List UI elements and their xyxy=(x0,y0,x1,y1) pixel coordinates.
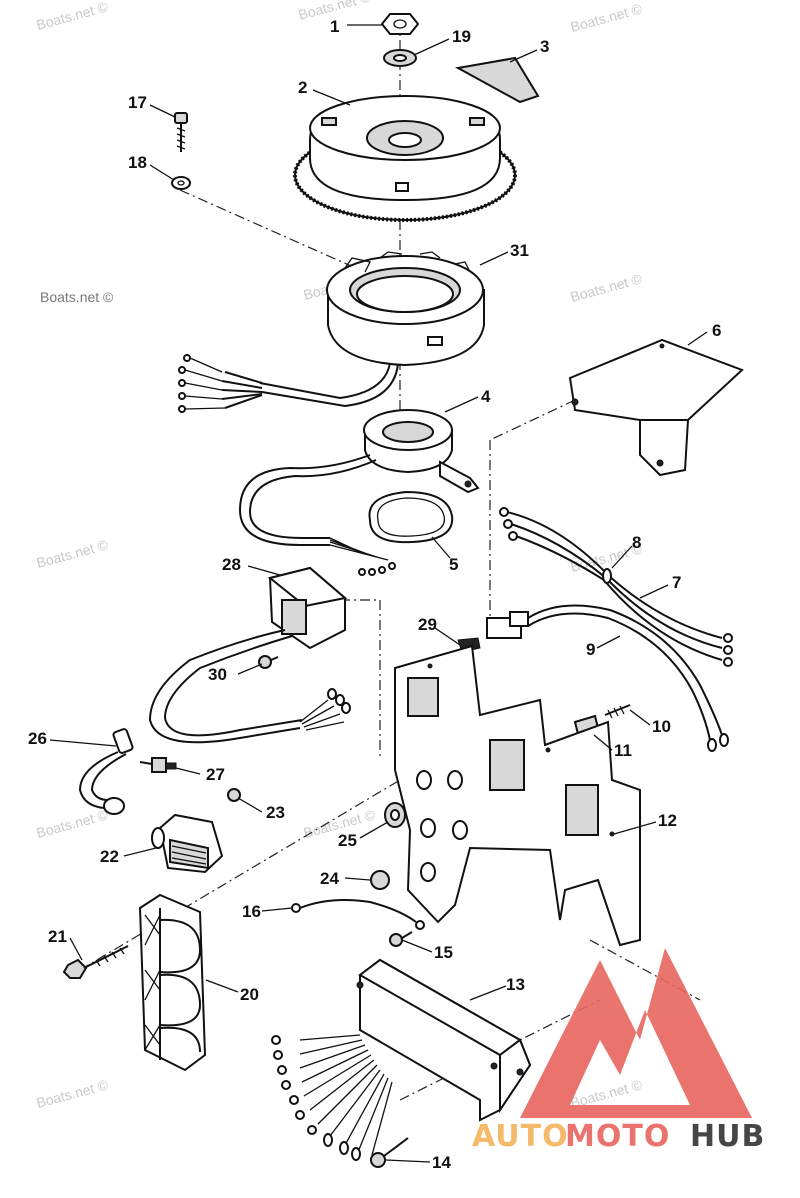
callout-1: 1 xyxy=(330,17,339,36)
callout-24: 24 xyxy=(320,869,339,888)
part-7-8-wires xyxy=(499,507,733,667)
part-23-nut xyxy=(227,788,241,802)
logo-text-hub: HUB xyxy=(690,1119,765,1154)
callout-13: 13 xyxy=(506,975,525,994)
part-25-grommet xyxy=(384,802,406,828)
watermark: Boats.net © xyxy=(35,0,111,33)
part-19-washer xyxy=(383,49,417,67)
logo-triangle-mark xyxy=(520,948,752,1118)
part-20-bracket xyxy=(138,893,207,1072)
part-15-screw xyxy=(389,931,413,947)
part-18-washer xyxy=(171,176,191,190)
callout-19: 19 xyxy=(452,27,471,46)
callout-23: 23 xyxy=(266,803,285,822)
automotohub-logo: AUTO MOTO HUB xyxy=(472,948,765,1154)
callout-27: 27 xyxy=(206,765,225,784)
assembly-lines xyxy=(79,20,701,1101)
part-2-flywheel xyxy=(293,95,517,222)
watermark: Boats.net © xyxy=(569,0,645,35)
callout-6: 6 xyxy=(712,321,721,340)
watermark: Boats.net © xyxy=(35,1076,111,1111)
callout-labels: 1 19 3 2 17 18 31 6 4 5 8 7 28 29 9 30 1… xyxy=(28,17,721,1172)
callout-9: 9 xyxy=(586,640,595,659)
part-24-grommet xyxy=(370,870,390,890)
callout-21: 21 xyxy=(48,927,67,946)
callout-3: 3 xyxy=(540,37,549,56)
callout-28: 28 xyxy=(222,555,241,574)
part-1-nut xyxy=(380,13,420,35)
part-14-screw xyxy=(370,1137,409,1168)
callout-22: 22 xyxy=(100,847,119,866)
watermark: Boats.net © xyxy=(569,270,645,305)
part-9-harness xyxy=(486,604,729,752)
part-10-screw xyxy=(604,704,631,719)
callout-25: 25 xyxy=(338,831,357,850)
callout-15: 15 xyxy=(434,943,453,962)
watermark: Boats.net © xyxy=(40,289,114,305)
part-16-wire xyxy=(291,899,425,930)
callout-leaders xyxy=(49,24,708,1163)
part-22-coil xyxy=(151,813,224,874)
part-30-screw xyxy=(258,655,279,669)
callout-5: 5 xyxy=(449,555,458,574)
part-12-plate xyxy=(394,644,641,947)
callout-10: 10 xyxy=(652,717,671,736)
callout-29: 29 xyxy=(418,615,437,634)
callout-14: 14 xyxy=(432,1153,451,1172)
part-31-stator xyxy=(178,251,485,413)
callout-30: 30 xyxy=(208,665,227,684)
callout-12: 12 xyxy=(658,811,677,830)
part-27-spark-plug xyxy=(139,757,177,773)
part-17-screw xyxy=(174,112,188,152)
callout-8: 8 xyxy=(632,533,641,552)
part-26-plug-lead xyxy=(78,728,134,815)
watermark: Boats.net © xyxy=(35,806,111,841)
part-21-bolt xyxy=(62,945,129,979)
callout-18: 18 xyxy=(128,153,147,172)
callout-2: 2 xyxy=(298,78,307,97)
part-3-strip xyxy=(455,56,540,104)
callout-4: 4 xyxy=(481,387,491,406)
part-5-gasket xyxy=(368,490,454,544)
callout-16: 16 xyxy=(242,902,261,921)
callout-11: 11 xyxy=(614,741,632,760)
part-28-rectifier xyxy=(148,566,351,744)
part-4-trigger xyxy=(238,409,480,576)
part-6-bracket xyxy=(568,338,744,477)
logo-text-auto: AUTO xyxy=(472,1119,569,1154)
logo-text-moto: MOTO xyxy=(565,1119,670,1154)
callout-7: 7 xyxy=(672,573,681,592)
watermark: Boats.net © xyxy=(35,536,111,571)
callout-26: 26 xyxy=(28,729,47,748)
callout-17: 17 xyxy=(128,93,147,112)
part-13-switchbox xyxy=(271,958,532,1161)
callout-31: 31 xyxy=(510,241,529,260)
callout-20: 20 xyxy=(240,985,259,1004)
